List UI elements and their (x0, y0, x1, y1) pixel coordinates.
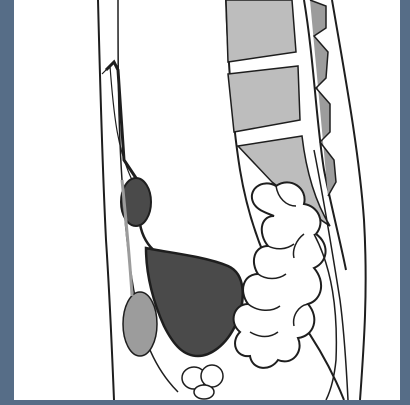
bottom-structures (182, 365, 223, 399)
bottom-ring-2 (201, 365, 223, 387)
vertebra-2 (228, 66, 300, 132)
vertebra-1 (226, 0, 296, 62)
bowel-loops (234, 182, 326, 368)
bladder (146, 248, 243, 356)
bottom-ring-3 (194, 385, 214, 399)
abdominal-wall-outer (98, 0, 114, 400)
anatomy-diagram (14, 0, 400, 400)
anatomy-svg (14, 0, 400, 400)
grey-oval (123, 292, 157, 356)
